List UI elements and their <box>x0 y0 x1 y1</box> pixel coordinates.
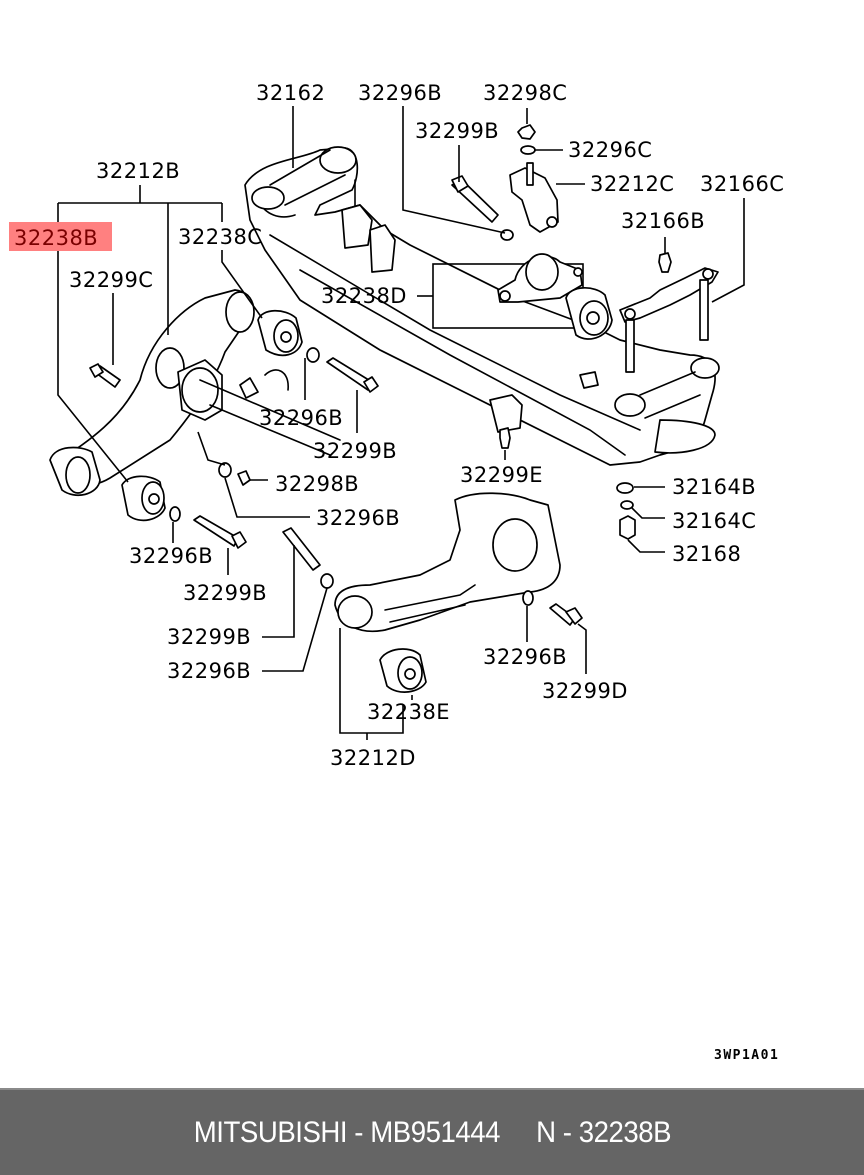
label-32296B-low[interactable]: 32296B <box>167 659 251 683</box>
label-32238B-highlighted[interactable]: 32238B <box>14 226 98 250</box>
lower-arm-32212D-part <box>334 492 561 633</box>
bushing-32238B-part <box>121 475 166 522</box>
label-32299C[interactable]: 32299C <box>69 268 153 292</box>
hardware-left <box>89 347 379 589</box>
label-32296C[interactable]: 32296C <box>568 138 652 162</box>
bolt-top-part <box>451 175 514 241</box>
bushing-clamp-part <box>497 253 583 303</box>
hardware-right-lower <box>522 482 636 626</box>
label-32238C[interactable]: 32238C <box>178 225 262 249</box>
label-32212B[interactable]: 32212B <box>96 159 180 183</box>
label-32298B[interactable]: 32298B <box>275 472 359 496</box>
footer-bar: MITSUBISHI - MB951444 N - 32238B <box>0 1088 864 1175</box>
label-32238E[interactable]: 32238E <box>367 700 450 724</box>
label-32168[interactable]: 32168 <box>672 542 741 566</box>
crossmember-part <box>244 146 720 466</box>
label-32299E[interactable]: 32299E <box>460 463 543 487</box>
label-32298C[interactable]: 32298C <box>483 81 567 105</box>
label-32296B-top[interactable]: 32296B <box>358 81 442 105</box>
highlight-box <box>9 222 112 251</box>
bushing-32238D-part <box>565 287 613 340</box>
diagram-code: 3WP1A01 <box>714 1048 779 1063</box>
label-32164C[interactable]: 32164C <box>672 509 756 533</box>
label-32238D[interactable]: 32238D <box>321 284 407 308</box>
label-32164B[interactable]: 32164B <box>672 475 756 499</box>
bushing-32238E-part <box>379 648 427 693</box>
footer-part-info: MITSUBISHI - MB951444 N - 32238B <box>193 1115 671 1149</box>
label-32212D[interactable]: 32212D <box>330 746 416 770</box>
label-32162[interactable]: 32162 <box>256 81 325 105</box>
label-32299B-top[interactable]: 32299B <box>415 119 499 143</box>
bracket-32166C-part <box>619 252 719 373</box>
label-32296B-right[interactable]: 32296B <box>483 645 567 669</box>
label-32299B-left[interactable]: 32299B <box>183 581 267 605</box>
label-32299D[interactable]: 32299D <box>542 679 628 703</box>
label-32212C[interactable]: 32212C <box>590 172 674 196</box>
label-32166C[interactable]: 32166C <box>700 172 784 196</box>
label-32166B[interactable]: 32166B <box>621 209 705 233</box>
label-32296B-mid2[interactable]: 32296B <box>316 506 400 530</box>
label-32299B-mid[interactable]: 32299B <box>313 439 397 463</box>
leader-lines <box>57 106 745 740</box>
trailing-arm-part <box>49 289 341 497</box>
label-32296B-mid[interactable]: 32296B <box>259 406 343 430</box>
parts-diagram: 32162 32296B 32298C 32299B 32296C 32212C… <box>9 81 784 1063</box>
nut-washer-bracket-top <box>509 124 559 233</box>
stud-32299E-part <box>499 427 511 449</box>
label-32299B-low[interactable]: 32299B <box>167 625 251 649</box>
label-32296B-left[interactable]: 32296B <box>129 544 213 568</box>
bushing-32238C-part <box>257 309 303 357</box>
